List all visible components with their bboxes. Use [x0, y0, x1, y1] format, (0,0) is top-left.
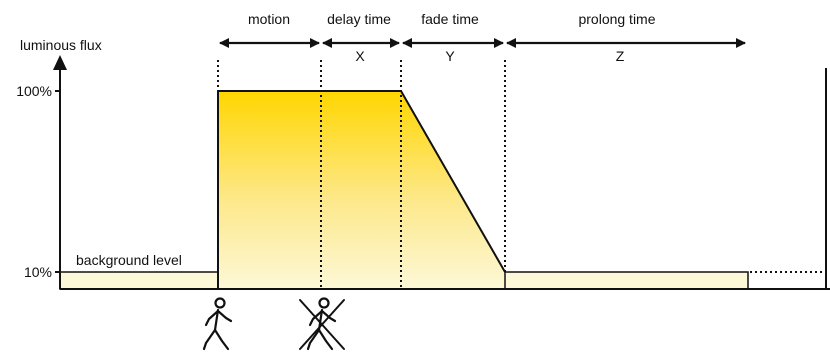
y-axis-arrow	[53, 55, 67, 70]
background-level-area	[59, 271, 221, 290]
phase-symbol-delay: X	[355, 48, 365, 64]
prolong-level-area	[504, 271, 749, 290]
phase-label-delay: delay time	[327, 11, 391, 27]
luminous-flux-outline	[217, 90, 506, 289]
phase-label-motion: motion	[248, 11, 290, 27]
phase-symbol-prolong: Z	[616, 48, 625, 64]
background-level-label: background level	[76, 252, 182, 268]
walking-person-icon	[202, 297, 233, 351]
y-axis-label: luminous flux	[20, 37, 102, 53]
luminous-flux-area	[218, 91, 505, 289]
level-label-100: 100%	[16, 83, 52, 99]
phase-label-prolong: prolong time	[578, 11, 655, 27]
no-motion-person-icon	[299, 297, 345, 351]
level-label-10: 10%	[24, 264, 52, 280]
phase-symbol-fade: Y	[445, 48, 455, 64]
phase-label-fade: fade time	[421, 11, 479, 27]
